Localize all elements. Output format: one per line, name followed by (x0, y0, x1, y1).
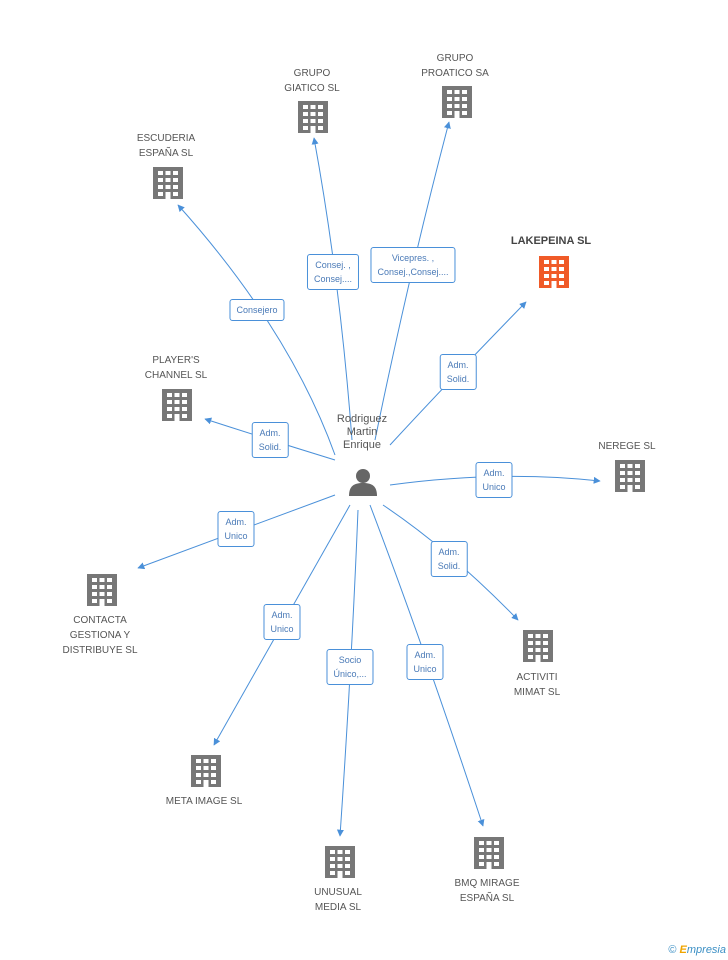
company-label-players-channel[interactable]: PLAYER'S CHANNEL SL (144, 355, 208, 381)
building-icon-meta-image[interactable] (191, 755, 221, 787)
person-icon[interactable] (349, 469, 377, 496)
edge-escuderia (177, 204, 336, 456)
building-icon-escuderia[interactable] (153, 167, 183, 199)
brand-name: mpresia (686, 944, 726, 956)
building-icon-bmq-mirage[interactable] (474, 837, 504, 869)
company-label-lakepeina[interactable]: LAKEPEINA SL (510, 235, 592, 247)
relation-label-bmq-mirage: Adm. Unico (406, 644, 444, 680)
company-label-grupo-proatico[interactable]: GRUPO PROATICO SA (421, 53, 489, 79)
company-label-meta-image[interactable]: META IMAGE SL (165, 796, 243, 807)
brand-initial: E (679, 944, 687, 956)
relation-label-activiti: Adm. Solid. (430, 541, 468, 577)
company-label-grupo-giatico[interactable]: GRUPO GIATICO SL (284, 68, 340, 94)
building-icon-nerege[interactable] (615, 460, 645, 492)
relation-label-lakepeina: Adm. Solid. (439, 354, 477, 390)
building-icon-grupo-giatico[interactable] (298, 101, 328, 133)
building-icon-contacta[interactable] (87, 574, 117, 606)
company-label-activiti[interactable]: ACTIVITI MIMAT SL (513, 672, 561, 698)
copyright-icon: © (668, 944, 677, 956)
company-label-bmq-mirage[interactable]: BMQ MIRAGE ESPAÑA SL (454, 878, 520, 904)
building-icon-unusual-media[interactable] (325, 846, 355, 878)
building-icon-activiti[interactable] (523, 630, 553, 662)
relation-label-escuderia: Consejero (229, 299, 285, 321)
company-label-nerege[interactable]: NEREGE SL (598, 441, 656, 452)
company-label-unusual-media[interactable]: UNUSUAL MEDIA SL (314, 887, 362, 913)
relation-label-contacta: Adm. Unico (217, 511, 255, 547)
building-icon-players-channel[interactable] (162, 389, 192, 421)
company-label-escuderia[interactable]: ESCUDERIA ESPAÑA SL (136, 133, 196, 159)
footer-brand[interactable]: © Empresia (668, 944, 726, 956)
relation-label-grupo-giatico: Consej. , Consej.... (306, 254, 360, 290)
relation-label-grupo-proatico: Vicepres. , Consej.,Consej.... (370, 247, 456, 283)
company-label-contacta[interactable]: CONTACTA GESTIONA Y DISTRIBUYE SL (62, 615, 138, 656)
building-icon-lakepeina[interactable] (539, 256, 569, 288)
building-icon-grupo-proatico[interactable] (442, 86, 472, 118)
person-name[interactable]: Rodriguez Martin Enrique (336, 413, 388, 451)
relation-label-nerege: Adm. Unico (475, 462, 513, 498)
relation-label-unusual-media: Socio Único,... (326, 649, 374, 685)
relation-label-players-channel: Adm. Solid. (251, 422, 289, 458)
relation-label-meta-image: Adm. Unico (263, 604, 301, 640)
